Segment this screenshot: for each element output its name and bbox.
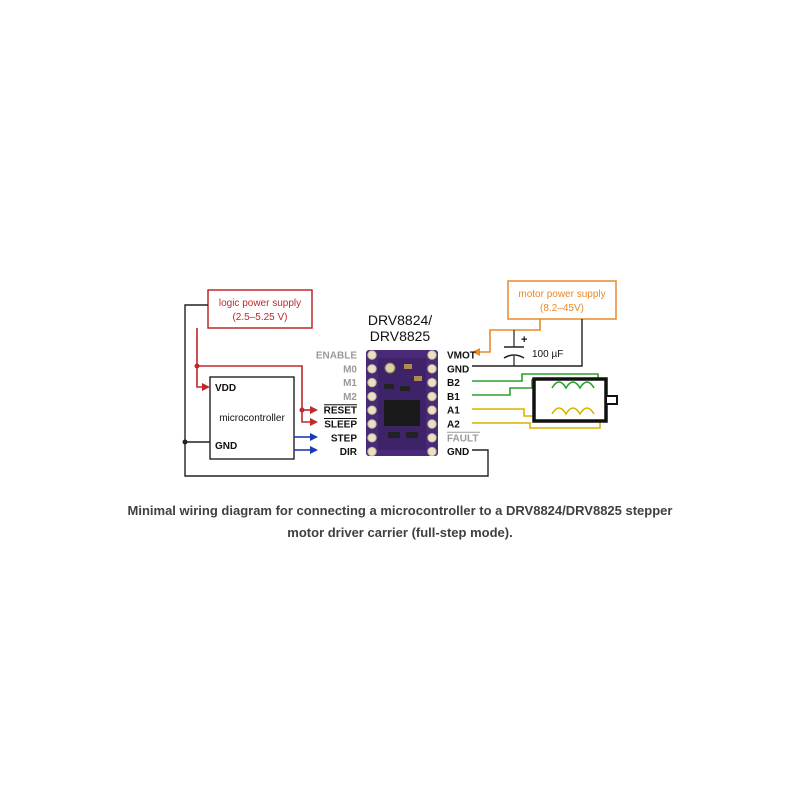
motor-power-supply-voltage: (8.2–45V) <box>540 303 584 314</box>
motor-power-wire <box>479 319 541 353</box>
right-pin-label-fault: FAULT <box>447 433 478 444</box>
board-right-header <box>427 350 437 457</box>
left-pin-label-step: STEP <box>331 433 357 444</box>
header-pin-hole <box>367 391 377 402</box>
right-pin-label-a1: A1 <box>447 406 460 417</box>
ground-wire-loop <box>184 304 489 477</box>
microcontroller-gnd-label: GND <box>215 441 237 452</box>
current-limit-potentiometer <box>384 362 396 374</box>
logic-power-supply-box <box>207 289 313 329</box>
resistor-component-3 <box>388 432 400 438</box>
microcontroller-label: microcontroller <box>219 413 285 424</box>
stepper-motor <box>532 377 618 423</box>
capacitor-component-2 <box>414 376 422 381</box>
microcontroller-box <box>209 376 295 460</box>
driver-carrier-board <box>366 350 438 457</box>
capacitor-plus-sign: + <box>521 334 527 346</box>
right-pin-label-gnd-7: GND <box>447 447 469 458</box>
logic-power-junction-dot <box>194 363 200 369</box>
header-pin-hole <box>367 433 377 443</box>
figure-caption: Minimal wiring diagram for connecting a … <box>80 500 720 544</box>
left-pin-label-m0: M0 <box>343 364 357 375</box>
stepper-motor-body <box>532 377 608 423</box>
left-pin-label-sleep: SLEEP <box>324 420 357 431</box>
capacitor-value-label: 100 µF <box>532 349 563 360</box>
motor-ground-wire <box>472 319 583 367</box>
right-pin-label-vmot: VMOT <box>447 351 476 362</box>
header-pin-hole <box>427 433 437 443</box>
resistor-component-4 <box>406 432 418 438</box>
microcontroller-vdd-label: VDD <box>215 383 236 394</box>
motor-power-supply-box <box>507 280 617 320</box>
header-pin-hole <box>427 377 437 388</box>
header-pin-hole <box>367 364 377 374</box>
board-title-line1: DRV8824/ <box>368 312 432 328</box>
sleep-arrow-icon <box>310 418 318 426</box>
board-title-line2: DRV8825 <box>370 328 431 344</box>
right-pin-label-b2: B2 <box>447 378 460 389</box>
header-pin-hole <box>367 350 377 360</box>
header-pin-hole <box>367 405 377 415</box>
logic-power-supply-label: logic power supply <box>219 298 301 309</box>
board-left-header <box>367 350 377 457</box>
left-pin-label-enable: ENABLE <box>316 351 357 362</box>
ground-junction-dot <box>182 439 188 445</box>
right-pin-label-gnd-1: GND <box>447 364 469 375</box>
resistor-component-1 <box>384 384 394 389</box>
resistor-component-2 <box>400 386 410 391</box>
stepper-motor-shaft <box>605 395 618 405</box>
right-pin-label-a2: A2 <box>447 420 460 431</box>
left-pin-label-m1: M1 <box>343 378 357 389</box>
header-pin-hole <box>367 377 377 388</box>
caption-line-2: motor driver carrier (full-step mode). <box>287 525 513 540</box>
caption-line-1: Minimal wiring diagram for connecting a … <box>127 503 673 518</box>
driver-chip <box>384 400 420 426</box>
coil-b-winding-icon <box>551 381 595 390</box>
step-arrow-icon <box>310 433 318 441</box>
motor-power-arrow-icon <box>472 348 480 356</box>
logic-power-vdd-arrow-icon <box>202 383 210 391</box>
left-pin-label-reset: RESET <box>324 406 357 417</box>
header-pin-hole <box>427 446 437 457</box>
left-pin-label-dir: DIR <box>340 447 358 458</box>
capacitor-plate-bottom <box>503 354 525 359</box>
dir-arrow-icon <box>310 446 318 454</box>
motor-power-supply-label: motor power supply <box>518 289 605 300</box>
logic-power-wire-reset-sleep <box>197 365 311 423</box>
header-pin-hole <box>367 446 377 457</box>
logic-power-supply-voltage: (2.5–5.25 V) <box>232 312 287 323</box>
header-pin-hole <box>367 419 377 429</box>
left-pin-label-m2: M2 <box>343 392 357 403</box>
reset-arrow-icon <box>310 406 318 414</box>
right-pin-label-b1: B1 <box>447 392 460 403</box>
reset-sleep-junction-dot <box>299 407 305 413</box>
header-pin-hole <box>427 419 437 429</box>
header-pin-hole <box>427 391 437 402</box>
logic-power-wire-vdd <box>196 328 203 388</box>
header-pin-hole <box>427 364 437 374</box>
capacitor-component-1 <box>404 364 412 369</box>
coil-a-winding-icon <box>551 407 595 416</box>
header-pin-hole <box>427 405 437 415</box>
header-pin-hole <box>427 350 437 360</box>
